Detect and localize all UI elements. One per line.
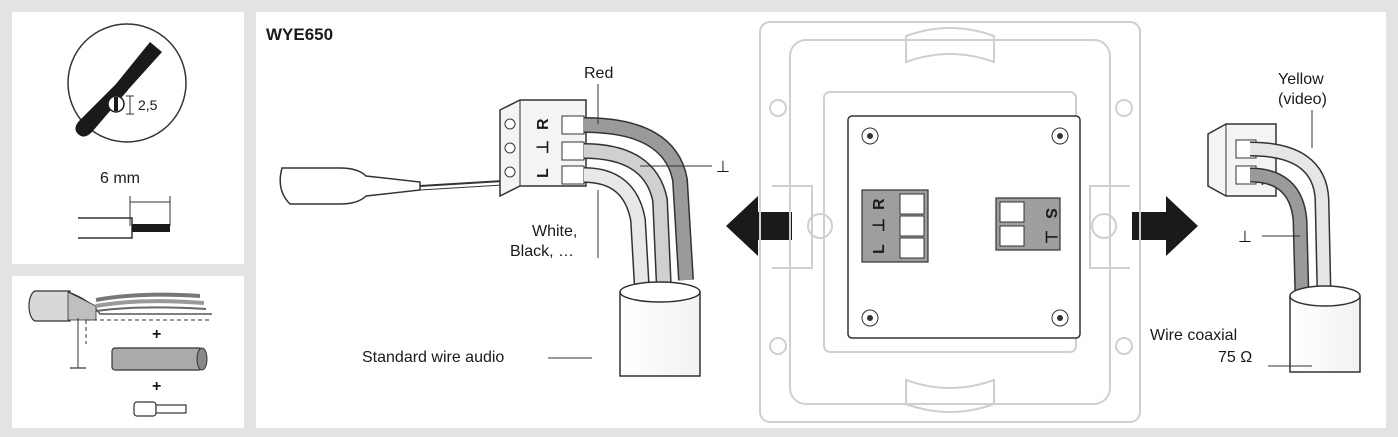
video-wires [1249,141,1332,297]
module-terminal-video-ground: ⊥ [1042,230,1059,244]
video-cable-sheath [1289,285,1361,373]
audio-wires [583,117,694,291]
audio-ground-symbol: ⊥ [716,159,730,176]
audio-cable-label: Standard wire audio [362,349,504,366]
heat-shrink-tube-icon [111,347,208,371]
audio-terminal-l: L [535,168,552,178]
yellow-wire-label: Yellow [1278,71,1324,88]
shielded-cable-icon [28,290,212,369]
plus-sign-1: + [152,326,161,343]
right-arrow-icon [1132,196,1198,256]
module-right-terminals [995,197,1061,251]
yellow-wire-sublabel: (video) [1278,91,1327,108]
red-wire-label: Red [584,65,613,82]
coax-label-line1: Wire coaxial [1150,327,1237,344]
strip-length-label: 6 mm [100,170,140,187]
mounting-frame [759,21,1141,423]
screwdriver-icon [67,23,187,143]
audio-cable-sheath [619,281,701,377]
module-plate [847,115,1081,339]
audio-terminal-r: R [535,118,552,130]
coax-label-line2: 75 Ω [1218,349,1252,366]
stripped-wire-icon [78,196,171,239]
ferrule-icon [133,401,187,417]
model-number: WYE650 [266,25,333,44]
module-terminal-r: R [871,198,888,210]
video-ground-symbol: ⊥ [1238,229,1252,246]
main-panel [256,12,1386,428]
black-wire-label: Black, … [510,243,574,260]
audio-terminal-ground: ⊥ [535,140,552,154]
module-terminal-ground: ⊥ [871,218,888,232]
white-wire-label: White, [532,223,577,240]
blade-size-label: 2,5 [138,97,158,113]
module-left-terminals [861,189,929,263]
module-terminal-s: S [1042,208,1059,219]
module-terminal-l: L [871,244,888,254]
plus-sign-2: + [152,378,161,395]
